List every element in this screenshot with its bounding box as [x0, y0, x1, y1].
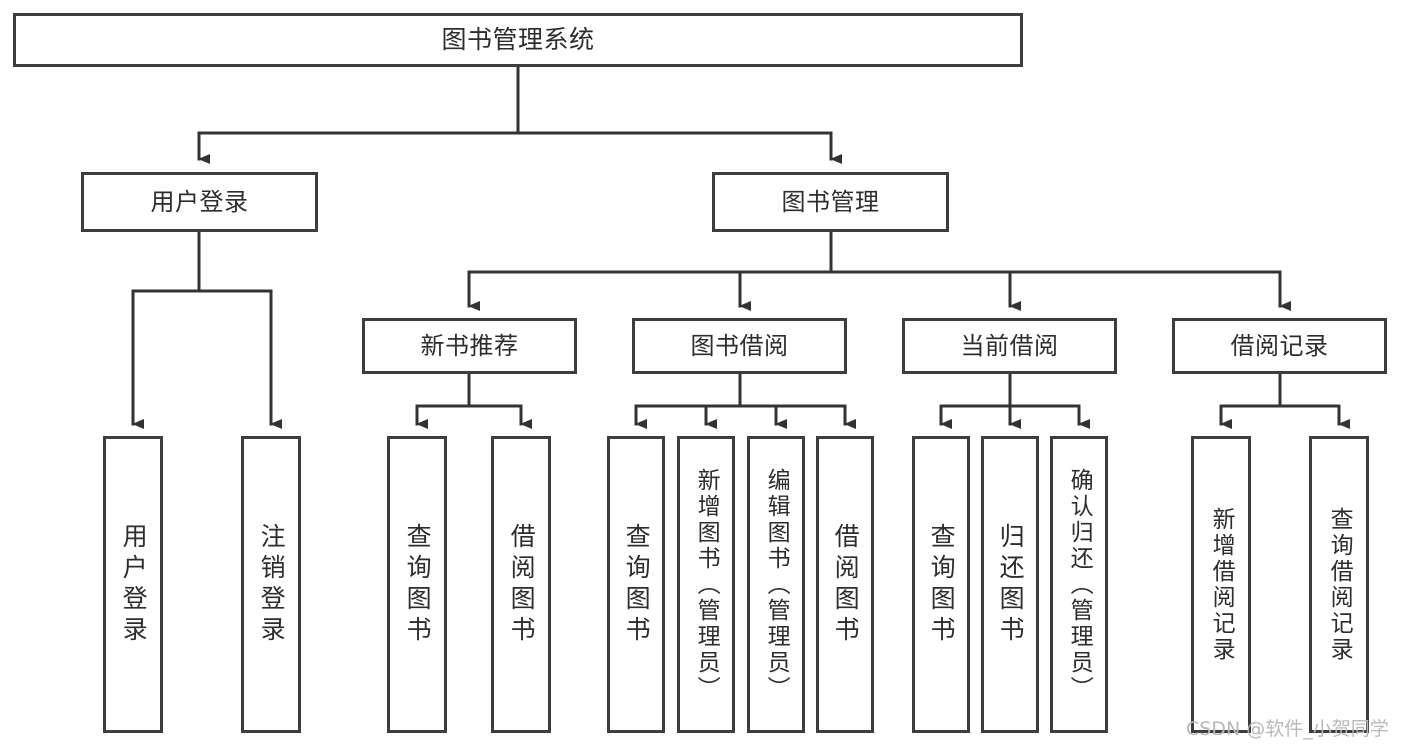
node-book-manage-label: 图书管理 — [781, 187, 880, 216]
node-root-label: 图书管理系统 — [441, 25, 595, 55]
csdn-watermark: CSDN @软件_小贺同学 — [1186, 718, 1389, 740]
node-leaf-add-record[interactable]: 新增借阅记录 — [1191, 436, 1251, 733]
node-user-login-label: 用户登录 — [150, 187, 249, 216]
node-leaf-query-book-2[interactable]: 查询图书 — [607, 436, 665, 733]
node-book-manage[interactable]: 图书管理 — [712, 172, 949, 232]
node-leaf-query-book-1[interactable]: 查询图书 — [387, 436, 447, 733]
node-leaf-logout-label: 注销登录 — [257, 522, 287, 647]
node-leaf-add-record-label: 新增借阅记录 — [1208, 506, 1235, 663]
node-current-borrow-label: 当前借阅 — [960, 331, 1059, 360]
node-leaf-edit-book[interactable]: 编辑图书（管理员） — [747, 436, 805, 733]
node-leaf-borrow-book-1[interactable]: 借阅图书 — [491, 436, 551, 733]
node-leaf-user-login-label: 用户登录 — [119, 522, 149, 647]
node-leaf-borrow-book-2[interactable]: 借阅图书 — [816, 436, 874, 733]
node-current-borrow[interactable]: 当前借阅 — [902, 318, 1117, 374]
node-leaf-query-book-2-label: 查询图书 — [622, 522, 652, 647]
node-new-book-rec[interactable]: 新书推荐 — [362, 318, 577, 374]
node-leaf-query-record[interactable]: 查询借阅记录 — [1309, 436, 1369, 733]
node-book-borrow[interactable]: 图书借阅 — [632, 318, 847, 374]
node-leaf-add-book[interactable]: 新增图书（管理员） — [677, 436, 735, 733]
node-leaf-query-record-label: 查询借阅记录 — [1326, 506, 1353, 663]
node-leaf-logout[interactable]: 注销登录 — [241, 436, 301, 733]
node-leaf-return-book-label: 归还图书 — [996, 522, 1026, 647]
node-borrow-record[interactable]: 借阅记录 — [1172, 318, 1387, 374]
node-new-book-rec-label: 新书推荐 — [420, 331, 519, 360]
node-leaf-add-book-label: 新增图书（管理员） — [693, 467, 720, 702]
node-leaf-edit-book-label: 编辑图书（管理员） — [763, 467, 790, 702]
node-book-borrow-label: 图书借阅 — [690, 331, 789, 360]
node-leaf-confirm-return[interactable]: 确认归还（管理员） — [1050, 436, 1108, 733]
node-leaf-query-book-1-label: 查询图书 — [403, 522, 433, 647]
node-leaf-borrow-book-1-label: 借阅图书 — [507, 522, 537, 647]
node-leaf-user-login[interactable]: 用户登录 — [103, 436, 163, 733]
node-leaf-query-book-3[interactable]: 查询图书 — [912, 436, 970, 733]
node-leaf-borrow-book-2-label: 借阅图书 — [831, 522, 861, 647]
node-root[interactable]: 图书管理系统 — [13, 13, 1023, 67]
node-user-login[interactable]: 用户登录 — [81, 172, 318, 232]
node-leaf-query-book-3-label: 查询图书 — [927, 522, 957, 647]
node-leaf-return-book[interactable]: 归还图书 — [981, 436, 1039, 733]
node-borrow-record-label: 借阅记录 — [1230, 331, 1329, 360]
node-leaf-confirm-return-label: 确认归还（管理员） — [1066, 467, 1093, 702]
